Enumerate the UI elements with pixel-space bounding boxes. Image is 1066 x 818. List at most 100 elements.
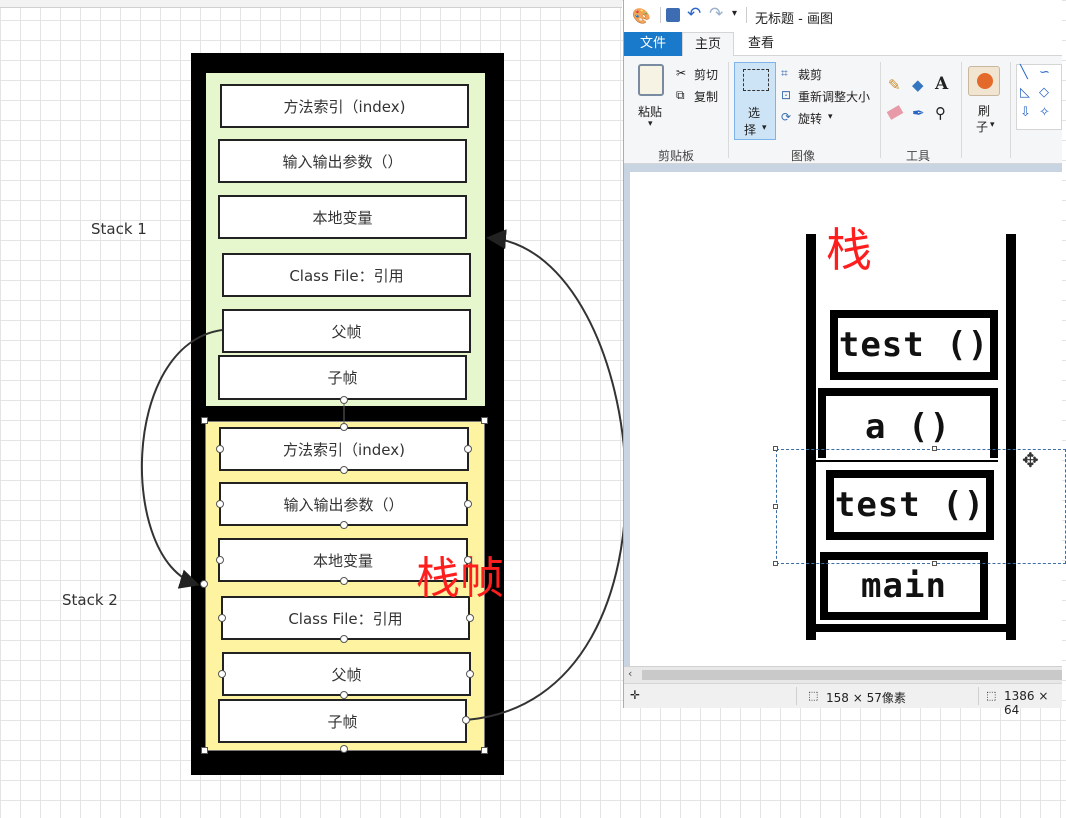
horizontal-scrollbar[interactable]: ‹ — [624, 666, 1062, 683]
paste-icon[interactable] — [638, 64, 664, 96]
drawn-separator — [816, 460, 998, 462]
stack-right-wall — [1006, 234, 1016, 640]
selection-handle[interactable] — [932, 446, 937, 451]
stack1-row-class-file[interactable]: Class File：引用 — [222, 253, 471, 297]
paint-window[interactable]: 🎨 ↶ ↷ ▾ 无标题 - 画图 文件 主页 查看 粘贴 ▾ ✂ 剪切 ⧉ 复制… — [623, 0, 1066, 717]
cut-button[interactable]: 剪切 — [694, 68, 719, 82]
fill-icon[interactable]: ◆ — [912, 76, 924, 94]
connection-point[interactable] — [464, 445, 472, 453]
paint-canvas[interactable]: 栈 test () a () test () main ✥ — [630, 172, 1066, 666]
stack1-row-child-frame[interactable]: 子帧 — [218, 355, 467, 400]
connection-point[interactable] — [340, 635, 348, 643]
editor-top-strip — [0, 0, 622, 8]
triangle-shape-icon[interactable]: ◺ — [1020, 85, 1030, 100]
tab-file[interactable]: 文件 — [624, 32, 683, 56]
tab-view[interactable]: 查看 — [748, 36, 775, 51]
connection-point[interactable] — [218, 670, 226, 678]
connection-point[interactable] — [462, 716, 470, 724]
selection-size-icon: ⬚ — [808, 689, 819, 702]
brush-icon[interactable] — [968, 66, 1000, 96]
crop-button[interactable]: 裁剪 — [798, 68, 823, 82]
divider — [660, 7, 661, 23]
stack1-row-parent-frame[interactable]: 父帧 — [222, 309, 471, 353]
selection-handle[interactable] — [481, 747, 488, 754]
selection-handle[interactable] — [773, 446, 778, 451]
stack1-row-local-vars[interactable]: 本地变量 — [218, 195, 467, 239]
stack1-row-method-index[interactable]: 方法索引（index) — [220, 84, 469, 128]
shapes-gallery[interactable]: ╲ ∽ ◺ ◇ ⇩ ✧ — [1016, 64, 1062, 130]
eraser-icon[interactable] — [886, 105, 904, 120]
line-shape-icon[interactable]: ╲ — [1020, 65, 1028, 80]
stack2-row-child-frame[interactable]: 子帧 — [218, 699, 467, 743]
undo-icon[interactable]: ↶ — [687, 4, 702, 24]
drawn-frame-label: test () — [838, 325, 990, 365]
stack2-row-local-vars[interactable]: 本地变量 — [218, 538, 468, 582]
selection-handle[interactable] — [773, 561, 778, 566]
group-separator — [880, 62, 881, 158]
star-shape-icon[interactable]: ✧ — [1039, 105, 1050, 120]
connection-point[interactable] — [340, 466, 348, 474]
connection-point[interactable] — [216, 556, 224, 564]
drawn-frame-test-top: test () — [830, 310, 998, 380]
connection-point[interactable] — [340, 745, 348, 753]
selection-handle[interactable] — [481, 417, 488, 424]
tab-home[interactable]: 主页 — [682, 32, 735, 57]
rotate-button[interactable]: 旋转 — [798, 112, 823, 126]
scroll-thumb[interactable] — [642, 670, 1062, 680]
color-picker-icon[interactable]: ✒ — [912, 104, 925, 122]
copy-button[interactable]: 复制 — [694, 90, 719, 104]
connection-point[interactable] — [466, 614, 474, 622]
paint-app-icon[interactable]: 🎨 — [632, 7, 651, 25]
select-icon — [743, 69, 769, 91]
cut-icon[interactable]: ✂ — [676, 66, 687, 80]
selection-handle[interactable] — [201, 747, 208, 754]
connection-point[interactable] — [464, 500, 472, 508]
brush-label-bottom[interactable]: 子 — [976, 120, 989, 134]
stack2-label: Stack 2 — [62, 591, 118, 609]
divider — [746, 7, 747, 23]
curve-shape-icon[interactable]: ∽ — [1039, 65, 1050, 80]
selection-size-text: 158 × 57像素 — [826, 691, 906, 705]
divider — [796, 687, 797, 705]
stack-bottom-wall — [814, 624, 1010, 632]
scroll-left-arrow[interactable]: ‹ — [628, 667, 633, 680]
customize-qa-dropdown[interactable]: ▾ — [732, 8, 738, 19]
connection-point[interactable] — [218, 614, 226, 622]
pencil-icon[interactable]: ✎ — [888, 76, 901, 94]
connection-point[interactable] — [340, 423, 348, 431]
resize-button[interactable]: 重新调整大小 — [798, 90, 871, 104]
brush-label-top[interactable]: 刷 — [978, 104, 991, 118]
connection-point[interactable] — [216, 500, 224, 508]
connection-point[interactable] — [340, 396, 348, 404]
brush-dropdown-arrow[interactable]: ▾ — [990, 120, 995, 130]
connection-point[interactable] — [464, 556, 472, 564]
connection-point[interactable] — [466, 670, 474, 678]
copy-icon[interactable]: ⧉ — [676, 88, 685, 102]
selection-handle[interactable] — [932, 561, 937, 566]
redo-icon[interactable]: ↷ — [709, 4, 724, 24]
save-icon[interactable] — [666, 8, 680, 22]
ribbon-tabs: 文件 主页 查看 — [624, 32, 1062, 57]
select-button[interactable]: 选 择 ▾ — [734, 62, 776, 140]
connection-point[interactable] — [216, 445, 224, 453]
drawn-frame-label: a () — [865, 407, 951, 447]
connection-point[interactable] — [340, 521, 348, 529]
text-icon[interactable]: A — [935, 74, 949, 94]
arrow-shape-icon[interactable]: ⇩ — [1020, 105, 1031, 120]
connection-point[interactable] — [340, 691, 348, 699]
connection-point[interactable] — [340, 577, 348, 585]
rotate-dropdown-arrow[interactable]: ▾ — [828, 112, 833, 122]
magnifier-icon[interactable]: ⚲ — [935, 104, 946, 122]
drawn-frame-test-bottom: test () — [826, 470, 994, 540]
paste-button[interactable]: 粘贴 — [638, 105, 663, 119]
stack1-row-io-params[interactable]: 输入输出参数（） — [218, 139, 467, 183]
crop-icon[interactable]: ⌗ — [781, 66, 788, 80]
diamond-shape-icon[interactable]: ◇ — [1039, 85, 1049, 100]
canvas-title: 栈 — [826, 223, 872, 277]
paste-dropdown-arrow[interactable]: ▾ — [648, 119, 653, 129]
selection-handle[interactable] — [201, 417, 208, 424]
selection-handle[interactable] — [773, 504, 778, 509]
rotate-icon[interactable]: ⟳ — [781, 110, 792, 124]
connection-point[interactable] — [200, 580, 208, 588]
resize-icon[interactable]: ⊡ — [781, 88, 792, 102]
